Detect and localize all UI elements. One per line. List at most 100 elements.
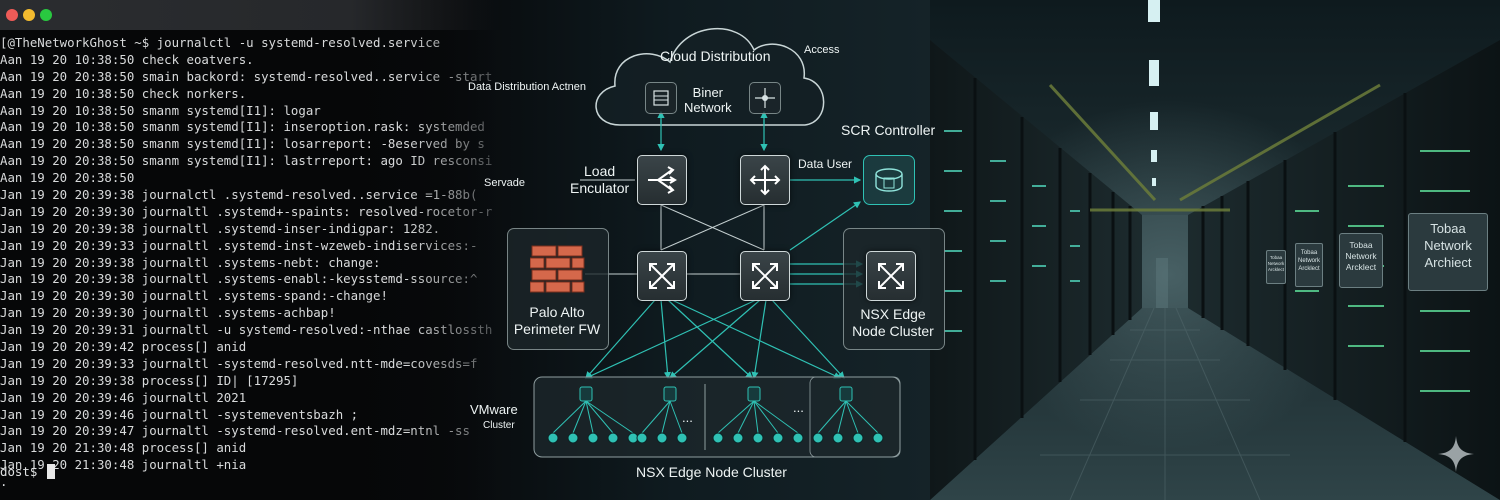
cluster-link: [641, 400, 671, 434]
terminal-line: Aan 19 20 20:38:50 smain backord: system…: [0, 68, 493, 84]
aggregation-switch-right: [740, 251, 790, 301]
terminal-line: Jan 19 20 20:39:33 journaltl .systemd-in…: [0, 237, 478, 253]
cluster-link: [661, 400, 671, 434]
ellipsis-left: ...: [682, 410, 693, 425]
terminal-line: Jan 19 20 20:39:33 journaltl -systemd-re…: [0, 355, 478, 371]
cluster-vm-node: [812, 432, 824, 444]
cluster-vm-node: [752, 432, 764, 444]
cluster-link: [572, 400, 587, 434]
cluster-vm-node: [676, 432, 688, 444]
data-distribution-label: Data Distribution Actnen: [468, 81, 587, 93]
core-switch-top: [740, 155, 790, 205]
terminal-line: Aan 19 20 10:38:50 smanm systemd[I1]: lo…: [0, 102, 321, 118]
nsx-edge-right-label: NSX Edge Node Cluster: [852, 306, 934, 339]
cluster-vm-node: [712, 432, 724, 444]
vmware-label: VMware: [470, 402, 518, 417]
cluster-link: [717, 400, 755, 434]
terminal-line: Aan 19 20 10:38:50 check norkers.: [0, 85, 247, 101]
nsx-edge-bottom-label: NSX Edge Node Cluster: [636, 464, 787, 480]
cluster-vm-node: [607, 432, 619, 444]
cluster-vm-node: [587, 432, 599, 444]
cluster-link: [585, 400, 614, 434]
cluster-host-node: [839, 386, 853, 402]
rack-sign-medium: Tobaa Network Arcklect: [1339, 233, 1383, 288]
nsx-edge-switch: [866, 251, 916, 301]
load-balancer-switch: [637, 155, 687, 205]
cluster-link: [845, 400, 859, 434]
servade-label: Servade: [484, 177, 525, 189]
terminal-line: Aan 19 20 20:38:50: [0, 170, 135, 186]
cluster-link: [585, 400, 594, 434]
server-rack-icon: [653, 90, 669, 106]
terminal-line: Jan 19 20 20:39:38 journalctl .systemd-r…: [0, 187, 478, 203]
aggregation-switch-left: [637, 251, 687, 301]
cluster-vm-node: [772, 432, 784, 444]
expand-arrows-icon: [649, 263, 675, 289]
terminal-line: .: [0, 474, 8, 490]
scr-controller-box: [863, 155, 915, 205]
terminal-line: Jan 19 20 20:39:46 journaltl -systemeven…: [0, 406, 359, 422]
cluster-link: [585, 400, 634, 434]
cluster-link: [753, 400, 799, 434]
sparkle-icon: [1438, 436, 1474, 472]
terminal-line: Jan 19 20 20:39:47 journaltl -systemd-re…: [0, 423, 470, 439]
cluster-link: [737, 400, 755, 434]
minimize-window-button[interactable]: [23, 9, 35, 21]
data-user-label: Data User: [798, 157, 853, 171]
terminal-line: Jan 19 20 20:39:46 journaltl 2021: [0, 389, 247, 405]
cluster-link: [552, 400, 587, 434]
cluster-link: [845, 400, 879, 434]
terminal-line: Aan 19 20 20:38:50 smanm systemd[I1]: lo…: [0, 136, 485, 152]
cloud-icon-box-right: [749, 82, 781, 114]
database-icon: [875, 168, 903, 192]
terminal-line: Jan 19 20 20:39:38 journaltl .systems-ne…: [0, 254, 381, 270]
four-way-arrows-icon: [749, 164, 781, 196]
terminal-line: Aan 19 20 20:38:50 smanm systemd[I1]: la…: [0, 153, 493, 169]
cluster-link: [753, 400, 779, 434]
terminal-line: Jan 19 20 20:39:30 journaltl .systems-ac…: [0, 305, 336, 321]
cloud-icon-box-left: [645, 82, 677, 114]
terminal-titlebar: [0, 0, 500, 30]
cluster-link: [753, 400, 759, 434]
cluster-vm-node: [636, 432, 648, 444]
maximize-window-button[interactable]: [40, 9, 52, 21]
terminal-line: Jan 19 20 21:30:48 process[] anid: [0, 440, 247, 456]
close-window-button[interactable]: [6, 9, 18, 21]
firewall-brick-icon: [530, 245, 585, 293]
cluster-host-node: [663, 386, 677, 402]
cluster-label: Cluster: [483, 420, 515, 431]
terminal-output: [@TheNetworkGhost ~$ journalctl -u syste…: [0, 35, 520, 491]
cluster-vm-node: [792, 432, 804, 444]
cluster-link: [669, 400, 683, 434]
terminal-line: Jan 19 20 20:39:30 journaltl .systems-sp…: [0, 288, 388, 304]
scr-controller-label: SCR Controller: [841, 122, 936, 138]
network-diagram: Cloud Distribution Access Data Distribut…: [420, 0, 980, 500]
cluster-link: [817, 400, 847, 434]
terminal-line: Jan 19 20 20:39:42 process[] anid: [0, 339, 247, 355]
cluster-vm-node: [567, 432, 579, 444]
split-arrows-icon: [648, 166, 677, 194]
cluster-vm-node: [832, 432, 844, 444]
terminal-prompt[interactable]: dost$: [0, 464, 55, 479]
terminal-line: Aan 19 20 10:38:50 smanm systemd[I1]: in…: [0, 119, 485, 135]
cluster-host-node: [747, 386, 761, 402]
terminal-line: Jan 19 20 21:30:48 journaltl +nia: [0, 457, 247, 473]
terminal-line: Jan 19 20 20:39:31 journaltl -u systemd-…: [0, 322, 493, 338]
palo-alto-label: Palo Alto Perimeter FW: [513, 304, 601, 337]
terminal-line: [@TheNetworkGhost ~$ journalctl -u syste…: [0, 35, 441, 50]
cluster-host-node: [579, 386, 593, 402]
cluster-vm-node: [852, 432, 864, 444]
text-cursor: [46, 464, 55, 479]
network-hub-icon: [755, 88, 775, 108]
terminal-line: Aan 19 20 10:38:50 check eoatvers.: [0, 51, 254, 67]
terminal-line: Jan 19 20 20:39:30 journaltl .systemd+-s…: [0, 203, 493, 219]
cluster-vm-node: [872, 432, 884, 444]
ellipsis-right: ...: [793, 400, 804, 415]
access-label: Access: [804, 44, 840, 56]
terminal-line: Jan 19 20 20:39:38 process[] ID| [17295]: [0, 372, 299, 388]
biner-network-label: Biner Network: [684, 85, 732, 115]
load-enculator-label: Load Enculator: [570, 163, 630, 196]
terminal-window: [@TheNetworkGhost ~$ journalctl -u syste…: [0, 0, 500, 500]
cluster-vm-node: [732, 432, 744, 444]
rack-sign-large: Tobaa Network Archiect: [1408, 213, 1488, 291]
